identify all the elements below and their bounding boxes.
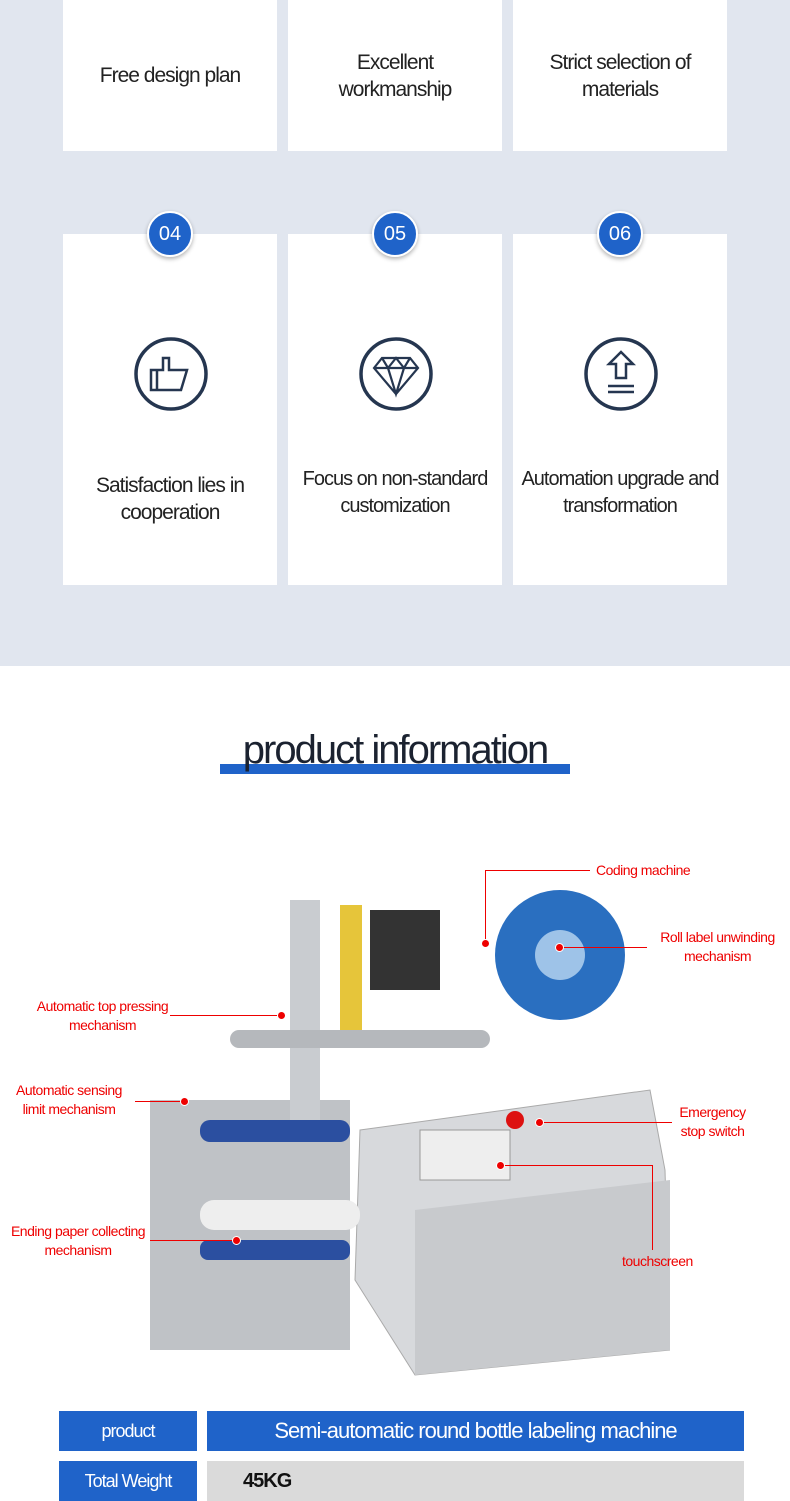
title-underline (220, 764, 570, 774)
callout-ending-paper: Ending paper collecting mechanism (10, 1223, 146, 1258)
upload-icon (584, 337, 658, 411)
callout-top-pressing: Automatic top pressing mechanism (36, 998, 169, 1033)
callout-roll-label: Roll label unwinding mechanism (660, 929, 775, 964)
section-title: product information (242, 728, 549, 772)
step-badge: 06 (597, 211, 643, 257)
feature-card: Free design plan (63, 0, 277, 151)
step-badge: 05 (372, 211, 418, 257)
callout-sensing: Automatic sensing limit mechanism (16, 1082, 122, 1117)
feature-card: Strict selection of materials (513, 0, 727, 151)
spec-value: 45KG (207, 1461, 744, 1501)
feature-label: Excellent workmanship (338, 50, 453, 101)
diamond-icon (359, 337, 433, 411)
step-badge: 04 (147, 211, 193, 257)
feature-card: Satisfaction lies in cooperation (63, 234, 277, 585)
feature-card: Excellent workmanship (288, 0, 502, 151)
spec-value: Semi-automatic round bottle labeling mac… (207, 1411, 744, 1451)
labeling-machine-image (150, 890, 670, 1376)
feature-label: Strict selection of materials (549, 50, 692, 101)
feature-label: Satisfaction lies in cooperation (95, 474, 245, 524)
spec-key: Total Weight (59, 1461, 197, 1501)
feature-label: Focus on non-standard customization (302, 468, 489, 517)
feature-label: Automation upgrade and transformation (521, 468, 719, 517)
feature-card: Focus on non-standard customization (288, 234, 502, 585)
feature-card: Automation upgrade and transformation (513, 234, 727, 585)
spec-key: product (59, 1411, 197, 1451)
callout-emergency: Emergency stop switch (679, 1104, 746, 1139)
feature-label: Free design plan (99, 64, 241, 87)
callout-touchscreen: touchscreen (622, 1253, 693, 1269)
callout-coding-machine: Coding machine (596, 862, 691, 878)
thumbs-up-icon (134, 337, 208, 411)
